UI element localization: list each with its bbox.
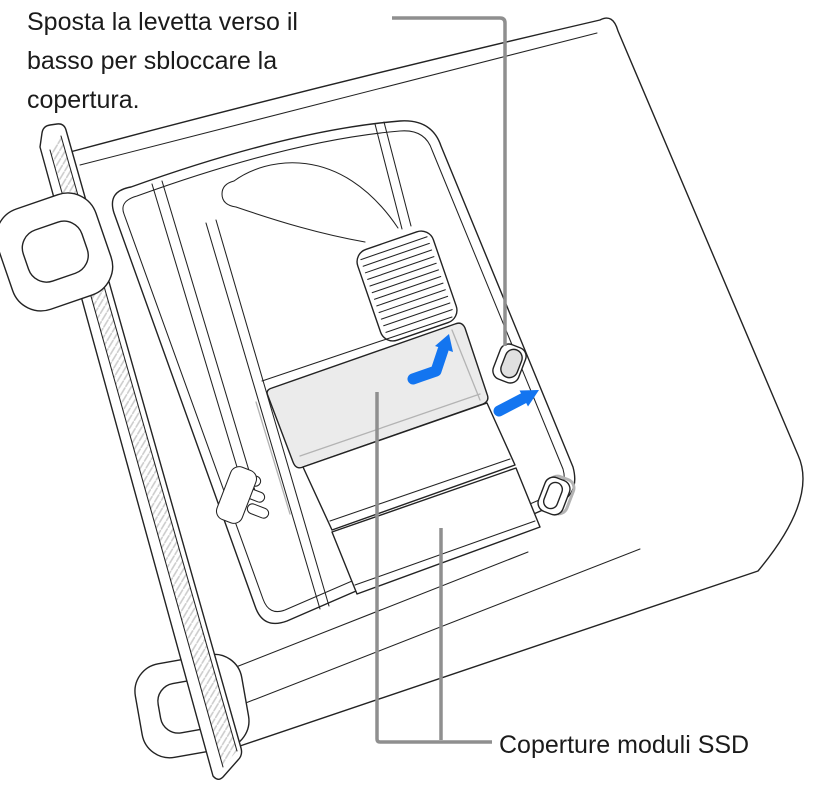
bent-arrow-icon bbox=[407, 334, 453, 385]
bay-ledge-line bbox=[261, 316, 453, 382]
air-funnel bbox=[221, 162, 399, 243]
ssd-covers-label: Coperture moduli SSD bbox=[499, 731, 750, 759]
callout-line-cover-top bbox=[375, 392, 492, 744]
instruction-line: copertura. bbox=[27, 86, 140, 114]
callout-line-lever bbox=[392, 16, 507, 346]
top-carry-handle bbox=[0, 192, 114, 312]
ssd-cover-middle bbox=[302, 402, 516, 531]
instruction-line: Sposta la levetta verso il bbox=[27, 8, 298, 36]
lower-latch bbox=[537, 474, 576, 516]
unlock-lever bbox=[492, 343, 527, 384]
instruction-label: Sposta la levetta verso il basso per sbl… bbox=[27, 3, 298, 120]
retention-clip bbox=[215, 466, 270, 524]
cooling-grille-icon bbox=[356, 230, 458, 342]
instruction-line: basso per sbloccare la bbox=[27, 47, 278, 75]
ssd-cover-bottom bbox=[331, 467, 541, 595]
straight-arrow-icon bbox=[493, 390, 539, 417]
